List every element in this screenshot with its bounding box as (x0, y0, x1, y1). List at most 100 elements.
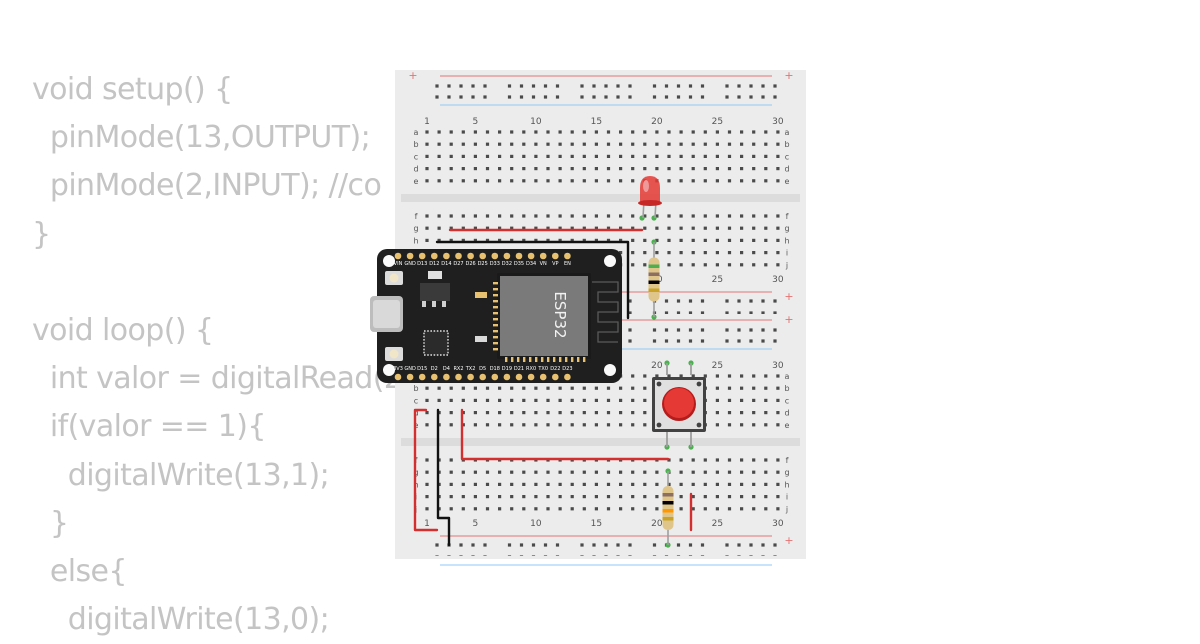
rail-hole (700, 84, 705, 88)
hole (473, 495, 477, 499)
hole (570, 386, 574, 390)
hole (546, 238, 550, 242)
code-line: void loop() { (32, 312, 214, 348)
hole (473, 470, 477, 474)
hole (740, 251, 744, 255)
hole (667, 214, 671, 218)
hole (752, 374, 756, 378)
module-pad (571, 357, 574, 362)
rail-hole (725, 339, 729, 343)
module-pad (493, 288, 498, 291)
hole (715, 167, 719, 171)
hole (522, 154, 526, 158)
row-label: a (785, 128, 790, 137)
hole (485, 495, 490, 499)
button-corner (696, 381, 702, 387)
rail-hole (628, 543, 632, 547)
hole (667, 179, 671, 183)
code-line: } (32, 216, 51, 252)
hole (764, 374, 768, 378)
hole (776, 386, 780, 390)
rail-hole (471, 84, 475, 88)
hole (461, 238, 465, 242)
hole (534, 154, 538, 158)
hole (715, 214, 719, 218)
pin-label-top: D33 (490, 261, 500, 267)
rail-hole (773, 299, 777, 303)
hole (691, 214, 695, 218)
module-pad (553, 357, 556, 362)
hole (522, 482, 526, 486)
hole (643, 167, 647, 171)
hole (449, 214, 453, 218)
rail-hole (628, 311, 632, 315)
hole (534, 470, 538, 474)
hole (643, 398, 647, 402)
pin-label-top: EN (564, 261, 571, 267)
hole (691, 507, 695, 511)
module-pad (493, 348, 498, 351)
pin-label-bottom: D4 (443, 366, 450, 372)
hole (582, 482, 586, 486)
hole (461, 179, 465, 183)
hole (619, 179, 623, 183)
hole (764, 226, 768, 230)
hole (498, 411, 502, 415)
hole (740, 386, 744, 390)
hole (679, 130, 683, 134)
pin-label-bottom: D21 (514, 366, 524, 372)
hole (558, 167, 562, 171)
module-pad (493, 312, 498, 315)
rail-plus-label: + (408, 69, 417, 82)
rail-hole (773, 543, 777, 547)
pin-label-top: D35 (514, 261, 524, 267)
hole (752, 423, 756, 427)
hole (643, 470, 647, 474)
column-label: 30 (772, 361, 784, 371)
rail-hole (688, 299, 693, 303)
hole (619, 482, 623, 486)
hole (546, 226, 550, 230)
antenna-trace (592, 281, 619, 343)
hole (437, 398, 441, 402)
hole (655, 507, 659, 511)
hole (752, 507, 756, 511)
module-pad (565, 357, 568, 362)
resistor-band (648, 280, 660, 284)
hole (485, 411, 490, 415)
hole (461, 226, 465, 230)
pin-top (406, 252, 414, 260)
hole (534, 142, 538, 146)
rail-hole (483, 84, 487, 88)
hole (510, 226, 514, 230)
column-label: 30 (772, 117, 784, 127)
hole (570, 154, 574, 158)
hole (776, 154, 780, 158)
row-label: f (415, 212, 418, 221)
hole (667, 238, 671, 242)
row-label: c (414, 396, 418, 405)
pin-label-bottom: GND (404, 366, 416, 372)
hole (740, 423, 744, 427)
row-label: b (784, 140, 789, 149)
esp32-chip-label: ESP32 (551, 291, 569, 338)
hole (691, 179, 695, 183)
hole (715, 495, 719, 499)
pin-label-bottom: D23 (562, 366, 572, 372)
hole (425, 507, 429, 511)
hole (558, 142, 562, 146)
hole (703, 214, 707, 218)
rail-hole (664, 84, 669, 88)
module-pad (517, 357, 520, 362)
hole (606, 154, 611, 158)
hole (691, 226, 695, 230)
hole (776, 130, 780, 134)
hole (594, 411, 598, 415)
hole (776, 423, 780, 427)
hole (703, 263, 707, 267)
hole (619, 167, 623, 171)
hole (449, 386, 453, 390)
hole (631, 130, 635, 134)
hole (510, 179, 514, 183)
hole (691, 495, 695, 499)
